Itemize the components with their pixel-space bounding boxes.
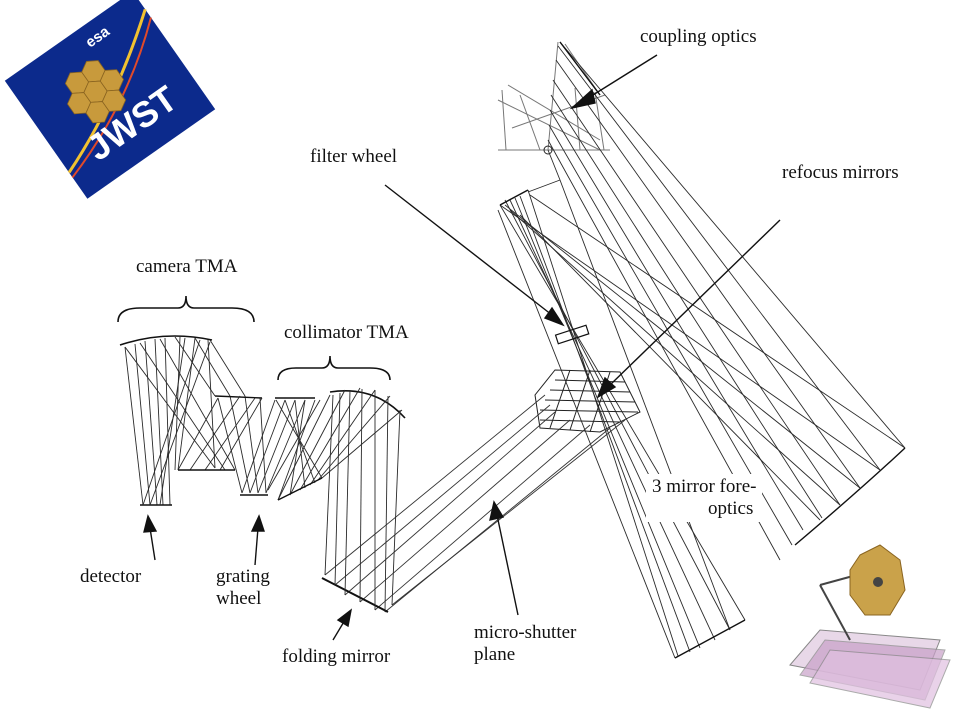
label-refocus-mirrors: refocus mirrors [782,162,899,183]
fore-optics-ray-fan [497,41,906,659]
folding-mirror-element [321,577,389,613]
grating-wheel-rays [217,395,306,496]
label-camera-tma: camera TMA [136,256,238,277]
label-grating-wheel-line1: grating [216,566,270,587]
label-folding-mirror: folding mirror [282,646,391,667]
primary-mirror-icon [64,60,127,124]
label-micro-shutter-line1: micro-shutter [474,622,577,643]
refocus-mirror-block [534,369,641,433]
jwst-logo [4,0,216,199]
collimator-tma-brace [277,355,391,381]
pointer-arrows [143,54,781,641]
collimator-tma-rays [267,387,406,613]
label-micro-shutter-line2: plane [474,644,516,665]
label-filter-wheel: filter wheel [310,146,398,167]
label-fore-optics: 3 mirror fore- optics [646,474,763,522]
filter-wheel-element [554,324,590,345]
label-fore-optics-line2: optics [708,498,754,519]
fore-optics-mirrors [499,41,906,659]
label-detector: detector [80,566,142,587]
label-coupling-optics: coupling optics [640,26,757,47]
label-grating-wheel-line2: wheel [216,588,262,609]
collimated-beam [324,394,626,613]
camera-tma-rays [119,335,263,506]
camera-tma-brace [117,295,255,323]
label-collimator-tma: collimator TMA [284,322,409,343]
label-fore-optics-line1: 3 mirror fore- [652,476,757,497]
label-grating-wheel: grating wheel [216,566,270,610]
telescope-illustration [789,544,951,709]
label-micro-shutter-plane: micro-shutter plane [474,622,576,666]
